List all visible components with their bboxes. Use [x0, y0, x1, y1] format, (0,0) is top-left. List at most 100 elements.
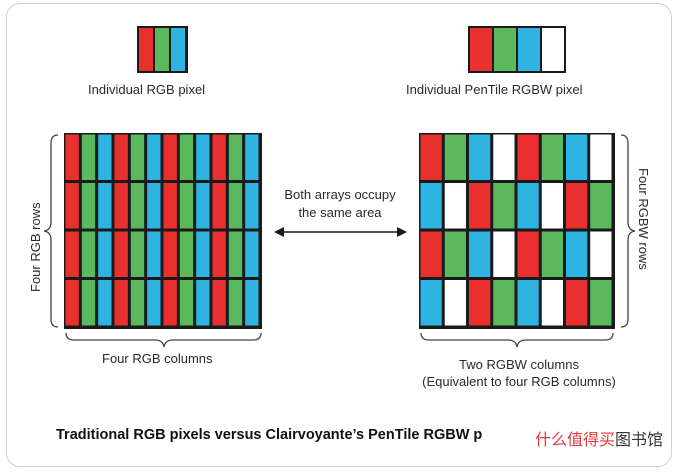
rgbw-subpixel-blue [469, 231, 491, 277]
rgbw-subpixel-red [469, 183, 491, 229]
rgb-subpixel-green [81, 134, 96, 180]
rgbw-subpixel-white [590, 231, 612, 277]
rgbw-subpixel-green [541, 231, 563, 277]
rgb-subpixel-green [179, 231, 194, 277]
rgb-columns-bracket [65, 332, 262, 348]
rgbw-subpixel-blue [566, 134, 588, 180]
rgb-subpixel-red [114, 134, 128, 180]
rgb-subpixel-red [212, 183, 226, 229]
four-rgb-rows-label: Four RGB rows [28, 202, 43, 292]
rgbw-subpixel-white [444, 280, 466, 326]
rgbw-subpixel-white [590, 134, 612, 180]
rgb-subpixel-blue [147, 280, 161, 326]
rgbw-pixel-subpixel-green [494, 28, 516, 71]
rgbw-subpixel-red [420, 231, 442, 277]
rgb-subpixel-blue [196, 134, 210, 180]
rgb-subpixel-green [81, 183, 96, 229]
rgbw-subpixel-white [444, 183, 466, 229]
rgb-subpixel-red [114, 280, 128, 326]
rgbw-subpixel-green [493, 280, 515, 326]
rgbw-subpixel-blue [566, 231, 588, 277]
rgbw-subpixel-green [541, 134, 563, 180]
rgbw-columns-bracket [420, 332, 614, 348]
rgbw-subpixel-white [541, 183, 563, 229]
rgbw-subpixel-red [566, 183, 588, 229]
rgb-subpixel-red [65, 183, 79, 229]
rgbw-subpixel-red [469, 280, 491, 326]
rgb-subpixel-green [179, 134, 194, 180]
rgb-subpixel-red [163, 280, 177, 326]
rgb-subpixel-blue [245, 231, 259, 277]
center-caption-line1: Both arrays occupy [284, 187, 396, 202]
rgb-subpixel-blue [196, 280, 210, 326]
rgb-subpixel-red [65, 280, 79, 326]
rgb-subpixel-red [163, 231, 177, 277]
rgb-subpixel-blue [98, 134, 112, 180]
rgbw-pixel-subpixel-blue [518, 28, 540, 71]
rgb-subpixel-red [114, 231, 128, 277]
rgb-subpixel-blue [147, 183, 161, 229]
rgb-subpixel-green [228, 183, 243, 229]
rgb-subpixel-red [65, 231, 79, 277]
image-frame [6, 3, 672, 467]
rgbw-subpixel-white [541, 280, 563, 326]
double-arrow [274, 227, 407, 237]
center-caption-line2: the same area [298, 205, 382, 220]
rgbw-subpixel-red [517, 134, 539, 180]
rgb-subpixel-green [228, 280, 243, 326]
rgb-subpixel-red [163, 134, 177, 180]
rgbw-subpixel-blue [420, 280, 442, 326]
rgbw-subpixel-red [566, 280, 588, 326]
rgb-subpixel-blue [196, 231, 210, 277]
rgb-subpixel-blue [147, 231, 161, 277]
rgbw-subpixel-green [590, 280, 612, 326]
rgb-subpixel-green [130, 183, 145, 229]
rgbw-subpixel-green [590, 183, 612, 229]
rgb-subpixel-green [81, 280, 96, 326]
pentile-pixel-label: Individual PenTile RGBW pixel [406, 82, 583, 97]
rgbw-subpixel-blue [420, 183, 442, 229]
rgb-subpixel-red [65, 134, 79, 180]
equivalent-note-label: (Equivalent to four RGB columns) [422, 374, 616, 389]
four-rgb-columns-label: Four RGB columns [102, 351, 213, 366]
rgb-subpixel-blue [245, 134, 259, 180]
watermark-text: 图书馆 [614, 430, 663, 449]
watermark: 什么值得买图书馆 [531, 424, 666, 452]
two-rgbw-columns-label: Two RGBW columns [459, 357, 579, 372]
rgb-pixel-subpixel-blue [171, 28, 185, 71]
rgbw-subpixel-green [444, 134, 466, 180]
right-rows-bracket [620, 134, 636, 328]
figure-title: Traditional RGB pixels versus Clairvoyan… [56, 427, 483, 443]
rgbw-pixel-swatch [468, 26, 566, 73]
rgb-subpixel-green [130, 280, 145, 326]
rgb-subpixel-green [130, 231, 145, 277]
brackets [43, 134, 636, 348]
rgbw-subpixel-red [517, 231, 539, 277]
rgbw-pixel-subpixel-red [470, 28, 492, 71]
rgbw-subpixel-white [493, 231, 515, 277]
rgb-subpixel-blue [98, 280, 112, 326]
rgb-subpixel-green [228, 134, 243, 180]
rgb-subpixel-blue [245, 280, 259, 326]
rgb-subpixel-blue [147, 134, 161, 180]
rgb-pixel-label: Individual RGB pixel [88, 82, 206, 97]
rgb-subpixel-blue [196, 183, 210, 229]
rgbw-subpixel-blue [517, 183, 539, 229]
rgb-subpixel-red [212, 280, 226, 326]
rgb-subpixel-red [163, 183, 177, 229]
rgb-pixel-subpixel-green [155, 28, 169, 71]
rgb-subpixel-green [228, 231, 243, 277]
rgbw-subpixel-red [420, 134, 442, 180]
rgb-subpixel-red [114, 183, 128, 229]
rgbw-subpixel-blue [469, 134, 491, 180]
rgb-subpixel-red [212, 231, 226, 277]
rgb-subpixel-blue [98, 183, 112, 229]
rgb-subpixel-grid [64, 133, 262, 329]
left-rows-bracket [43, 134, 59, 328]
rgb-subpixel-blue [245, 183, 259, 229]
rgbw-subpixel-green [493, 183, 515, 229]
rgbw-subpixel-green [444, 231, 466, 277]
rgbw-subpixel-white [493, 134, 515, 180]
